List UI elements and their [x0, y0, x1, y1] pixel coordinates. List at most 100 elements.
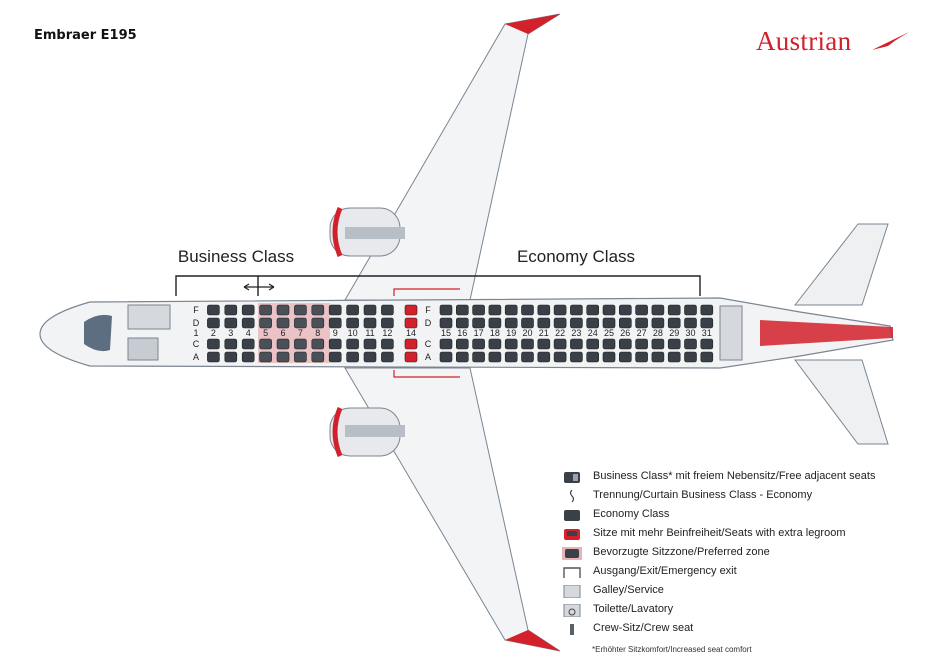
economy-seat[interactable]	[602, 317, 616, 329]
business-seat[interactable]	[381, 304, 394, 316]
business-seat[interactable]	[363, 317, 377, 329]
business-seat[interactable]	[241, 317, 255, 329]
economy-seat[interactable]	[651, 351, 665, 363]
economy-seat[interactable]	[651, 304, 665, 316]
economy-seat[interactable]	[504, 304, 518, 316]
economy-seat[interactable]	[586, 351, 600, 363]
economy-seat[interactable]	[439, 317, 453, 329]
economy-seat[interactable]	[570, 351, 583, 363]
extra-legroom-seat[interactable]	[404, 338, 418, 350]
economy-seat[interactable]	[488, 304, 502, 316]
business-seat[interactable]	[381, 317, 394, 329]
economy-seat[interactable]	[602, 304, 616, 316]
economy-seat[interactable]	[439, 338, 453, 350]
economy-seat[interactable]	[635, 304, 648, 316]
economy-seat[interactable]	[439, 351, 453, 363]
business-seat[interactable]	[259, 304, 272, 316]
economy-seat[interactable]	[618, 304, 632, 316]
business-seat[interactable]	[224, 317, 238, 329]
business-seat[interactable]	[241, 351, 255, 363]
economy-seat[interactable]	[504, 338, 518, 350]
business-seat[interactable]	[311, 338, 325, 350]
economy-seat[interactable]	[553, 338, 567, 350]
business-seat[interactable]	[346, 351, 359, 363]
business-seat[interactable]	[259, 317, 272, 329]
business-seat[interactable]	[363, 304, 377, 316]
economy-seat[interactable]	[602, 338, 616, 350]
economy-seat[interactable]	[488, 351, 502, 363]
business-seat[interactable]	[207, 351, 220, 363]
economy-seat[interactable]	[684, 317, 697, 329]
economy-seat[interactable]	[651, 317, 665, 329]
business-seat[interactable]	[294, 351, 307, 363]
economy-seat[interactable]	[684, 338, 697, 350]
economy-seat[interactable]	[553, 351, 567, 363]
business-seat[interactable]	[276, 351, 290, 363]
business-seat[interactable]	[294, 304, 307, 316]
economy-seat[interactable]	[504, 317, 518, 329]
economy-seat[interactable]	[472, 304, 485, 316]
economy-seat[interactable]	[635, 317, 648, 329]
economy-seat[interactable]	[553, 317, 567, 329]
business-seat[interactable]	[311, 351, 325, 363]
extra-legroom-seat[interactable]	[404, 351, 418, 363]
business-seat[interactable]	[207, 304, 220, 316]
economy-seat[interactable]	[570, 304, 583, 316]
economy-seat[interactable]	[455, 317, 469, 329]
economy-seat[interactable]	[537, 338, 551, 350]
economy-seat[interactable]	[488, 338, 502, 350]
business-seat[interactable]	[224, 304, 238, 316]
business-seat[interactable]	[224, 351, 238, 363]
economy-seat[interactable]	[488, 317, 502, 329]
economy-seat[interactable]	[700, 338, 714, 350]
business-seat[interactable]	[328, 304, 342, 316]
economy-seat[interactable]	[537, 317, 551, 329]
economy-seat[interactable]	[570, 338, 583, 350]
economy-seat[interactable]	[472, 351, 485, 363]
business-seat[interactable]	[276, 304, 290, 316]
economy-seat[interactable]	[684, 351, 697, 363]
economy-seat[interactable]	[553, 304, 567, 316]
business-seat[interactable]	[241, 338, 255, 350]
extra-legroom-seat[interactable]	[404, 317, 418, 329]
business-seat[interactable]	[363, 338, 377, 350]
economy-seat[interactable]	[439, 304, 453, 316]
business-seat[interactable]	[363, 351, 377, 363]
business-seat[interactable]	[294, 317, 307, 329]
business-seat[interactable]	[276, 338, 290, 350]
economy-seat[interactable]	[667, 317, 681, 329]
economy-seat[interactable]	[700, 317, 714, 329]
business-seat[interactable]	[241, 304, 255, 316]
business-seat[interactable]	[328, 317, 342, 329]
business-seat[interactable]	[259, 351, 272, 363]
economy-seat[interactable]	[586, 304, 600, 316]
business-seat[interactable]	[276, 317, 290, 329]
business-seat[interactable]	[311, 317, 325, 329]
economy-seat[interactable]	[586, 338, 600, 350]
business-seat[interactable]	[381, 338, 394, 350]
economy-seat[interactable]	[667, 304, 681, 316]
economy-seat[interactable]	[521, 351, 534, 363]
business-seat[interactable]	[381, 351, 394, 363]
business-seat[interactable]	[328, 338, 342, 350]
economy-seat[interactable]	[651, 338, 665, 350]
economy-seat[interactable]	[618, 338, 632, 350]
economy-seat[interactable]	[700, 304, 714, 316]
economy-seat[interactable]	[570, 317, 583, 329]
economy-seat[interactable]	[667, 351, 681, 363]
economy-seat[interactable]	[455, 351, 469, 363]
business-seat[interactable]	[224, 338, 238, 350]
business-seat[interactable]	[207, 317, 220, 329]
economy-seat[interactable]	[455, 338, 469, 350]
economy-seat[interactable]	[700, 351, 714, 363]
economy-seat[interactable]	[472, 338, 485, 350]
economy-seat[interactable]	[667, 338, 681, 350]
business-seat[interactable]	[311, 304, 325, 316]
economy-seat[interactable]	[537, 351, 551, 363]
economy-seat[interactable]	[521, 317, 534, 329]
economy-seat[interactable]	[537, 304, 551, 316]
business-seat[interactable]	[328, 351, 342, 363]
business-seat[interactable]	[346, 338, 359, 350]
economy-seat[interactable]	[586, 317, 600, 329]
economy-seat[interactable]	[521, 338, 534, 350]
